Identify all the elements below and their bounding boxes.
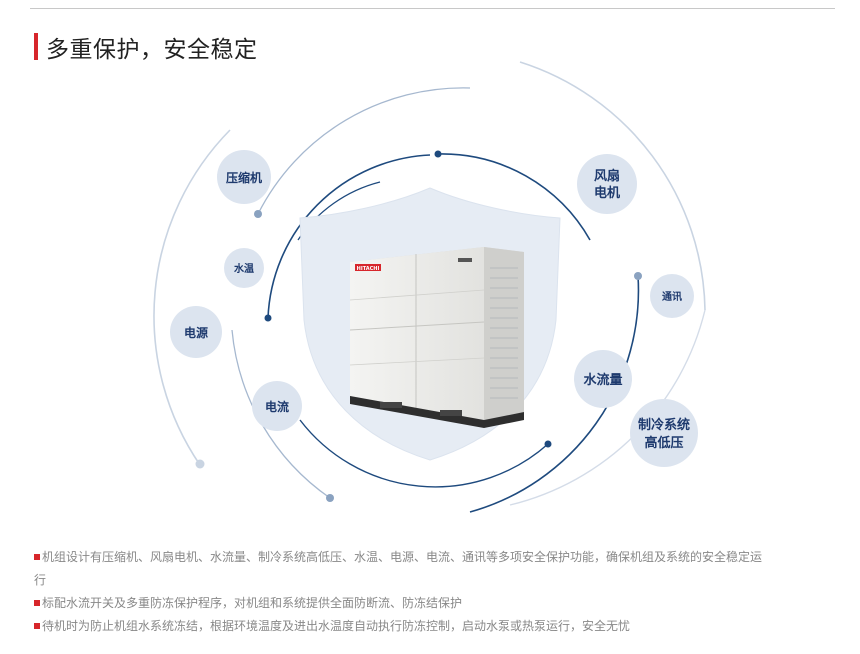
- unit-brand-label: HITACHI: [357, 266, 380, 272]
- badge-fan-motor-label-2: 电机: [594, 185, 620, 201]
- note-item: 机组设计有压缩机、风扇电机、水流量、制冷系统高低压、水温、电源、电流、通讯等多项…: [34, 546, 834, 569]
- badge-current-label: 电流: [265, 399, 289, 414]
- badge-water-temp-label: 水温: [233, 262, 254, 275]
- hvac-unit-image: HITACHI: [349, 247, 524, 428]
- badge-fan-motor-label-1: 风扇: [594, 168, 620, 184]
- badge-current: 电流: [252, 381, 302, 431]
- note-item: 标配水流开关及多重防冻保护程序，对机组和系统提供全面防断流、防冻结保护: [34, 592, 834, 615]
- badge-power-label: 电源: [184, 325, 208, 340]
- badge-refrigerant-pressure-label-2: 高低压: [644, 435, 683, 451]
- title-accent-bar: [34, 33, 38, 60]
- badge-fan-motor: 风扇 电机: [577, 154, 637, 214]
- badge-compressor-label: 压缩机: [226, 170, 262, 185]
- arc-dots: [195, 150, 642, 502]
- badge-refrigerant-pressure-label-1: 制冷系统: [638, 417, 690, 433]
- badge-water-temp: 水温: [224, 248, 264, 288]
- note-item: 待机时为防止机组水系统冻结，根据环境温度及进出水温度自动执行防冻控制，启动水泵或…: [34, 615, 834, 638]
- note-item-continuation: 行: [34, 573, 47, 587]
- feature-notes: 机组设计有压缩机、风扇电机、水流量、制冷系统高低压、水温、电源、电流、通讯等多项…: [34, 546, 834, 638]
- badge-water-flow: 水流量: [574, 350, 632, 408]
- bullet-icon: [34, 554, 40, 560]
- bullet-icon: [34, 600, 40, 606]
- badge-compressor: 压缩机: [217, 150, 271, 204]
- top-divider: [30, 8, 835, 9]
- badge-refrigerant-pressure: 制冷系统 高低压: [630, 399, 698, 467]
- protection-diagram: HITACHI 压缩机 水温 电源 电流 风扇 电机 通讯 水流量 制冷系统 高…: [153, 61, 706, 513]
- bullet-icon: [34, 623, 40, 629]
- badge-communication-label: 通讯: [662, 290, 682, 303]
- badge-power: 电源: [170, 306, 222, 358]
- page-title: 多重保护，安全稳定: [46, 37, 258, 63]
- badge-communication: 通讯: [650, 274, 694, 318]
- badge-water-flow-label: 水流量: [583, 372, 622, 388]
